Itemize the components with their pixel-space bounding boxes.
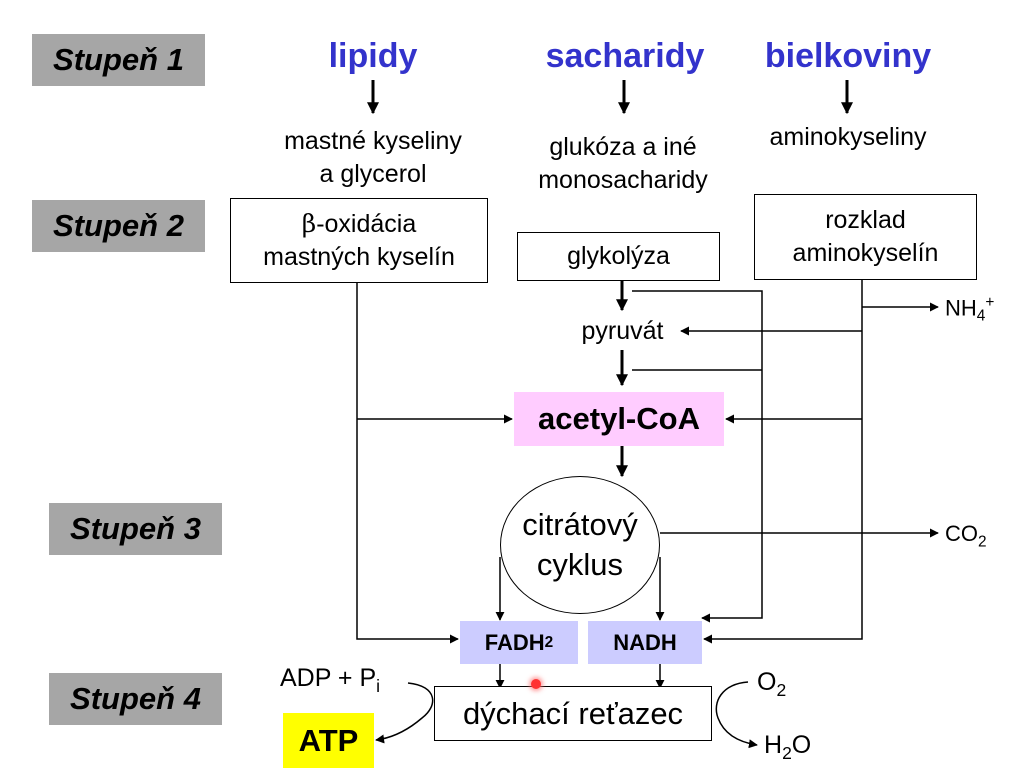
fadh-text: FADH — [484, 629, 545, 655]
line-glycolysis-nadh — [632, 290, 763, 623]
category-lipidy: lipidy — [328, 37, 418, 75]
box-beta-oxidation: β-oxidácia mastných kyselín — [230, 198, 488, 283]
stage-4-label: Stupeň 4 — [49, 673, 222, 725]
box-amino-breakdown: rozklad aminokyselín — [754, 194, 977, 280]
beta-symbol: β — [301, 209, 317, 238]
product-amino-acids: aminokyseliny — [769, 123, 927, 151]
category-bielkoviny: bielkoviny — [764, 37, 932, 75]
citrate-line1: citrátový — [522, 507, 638, 542]
nh4-sup: + — [985, 294, 995, 311]
co2-sub: 2 — [978, 533, 987, 551]
fatty-acids-line1: mastné kyseliny — [284, 127, 462, 155]
glucose-line2: monosacharidy — [538, 166, 708, 194]
pyruvate-label: pyruvát — [581, 317, 664, 345]
pointer-dot — [531, 679, 541, 689]
co2-label: CO2 — [945, 521, 987, 551]
aa-breakdown-line1: rozklad — [825, 206, 906, 234]
citrate-line2: cyklus — [536, 547, 624, 582]
beta-ox-line2: mastných kyselín — [263, 243, 455, 271]
respiratory-chain-box: dýchací reťazec — [434, 686, 712, 741]
atp-box: ATP — [283, 713, 374, 768]
curve-adp-atp — [375, 682, 434, 744]
product-fatty-acids: mastné kyseliny a glycerol — [243, 125, 503, 191]
box-glycolysis: glykolýza — [517, 232, 720, 281]
beta-ox-line1: β-oxidácia — [302, 207, 417, 241]
nh4-text: NH — [945, 295, 977, 321]
citrate-cycle-circle: citrátový cyklus — [500, 476, 660, 614]
o2-sub: 2 — [776, 680, 787, 700]
stage-3-label: Stupeň 3 — [49, 503, 222, 555]
adp-pi-label: ADP + Pi — [280, 664, 380, 697]
adp-sub: i — [376, 676, 381, 696]
stage-1-label: Stupeň 1 — [32, 34, 205, 86]
nh4-label: NH4+ — [945, 294, 994, 326]
nadh-box: NADH — [588, 621, 702, 664]
fadh-sub: 2 — [544, 633, 554, 651]
line-betaox-fadh — [356, 282, 459, 644]
h2o-o: O — [791, 731, 812, 759]
curve-o2-h2o — [715, 681, 758, 749]
fatty-acids-line2: a glycerol — [319, 160, 427, 188]
o2-label: O2 — [757, 668, 786, 701]
acetyl-coa-box: acetyl-CoA — [514, 392, 724, 446]
category-sacharidy: sacharidy — [545, 37, 705, 75]
nh4-sub: 4 — [976, 307, 986, 325]
o2-text: O — [757, 668, 777, 696]
glucose-line1: glukóza a iné — [549, 133, 697, 161]
aa-breakdown-line2: aminokyselín — [792, 239, 939, 267]
product-glucose: glukóza a iné monosacharidy — [510, 131, 736, 197]
co2-text: CO — [945, 521, 978, 546]
h2o-h: H — [764, 731, 783, 759]
stage-2-label: Stupeň 2 — [32, 200, 205, 252]
line-aa-nadh — [703, 280, 863, 644]
h2o-label: H2O — [764, 731, 811, 764]
h2o-sub: 2 — [782, 743, 792, 763]
beta-ox-text: -oxidácia — [316, 210, 417, 238]
adp-text: ADP + P — [280, 664, 377, 692]
